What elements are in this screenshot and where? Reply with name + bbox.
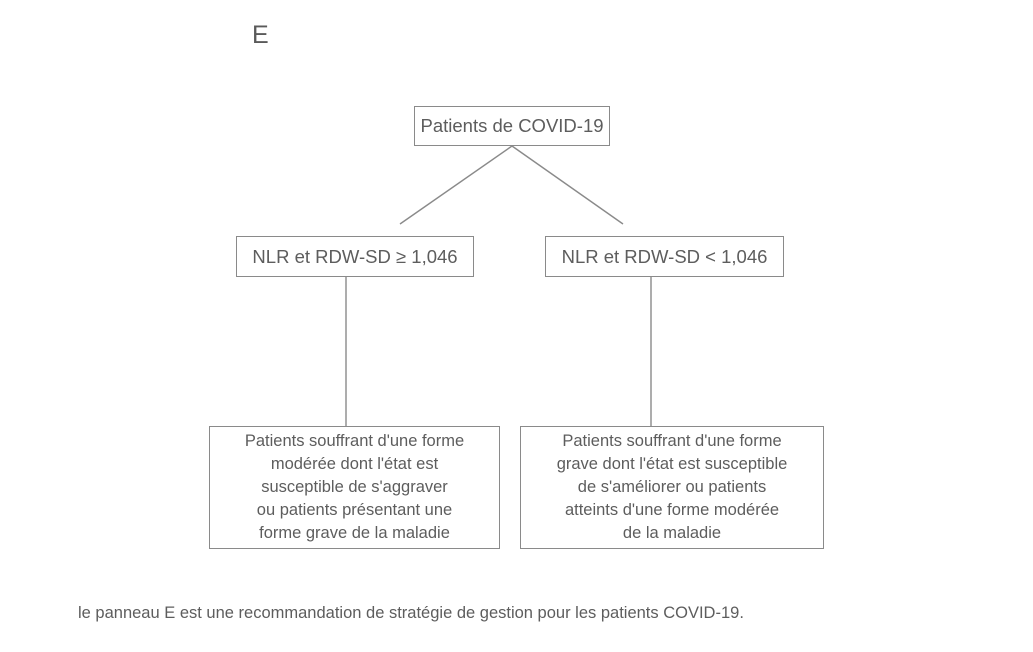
node-nlr-rdwsd-high: NLR et RDW-SD ≥ 1,046 [236, 236, 474, 277]
node-label: NLR et RDW-SD < 1,046 [561, 245, 768, 267]
node-label: Patients souffrant d'une forme grave don… [556, 432, 788, 542]
node-label: Patients de COVID-19 [420, 115, 604, 136]
panel-label: E [252, 21, 269, 49]
node-outcome-moderate-worsening: Patients souffrant d'une forme modérée d… [209, 426, 500, 549]
node-outcome-severe-improving: Patients souffrant d'une forme grave don… [520, 426, 824, 549]
node-label: NLR et RDW-SD ≥ 1,046 [252, 245, 458, 267]
figure-caption: le panneau E est une recommandation de s… [78, 604, 744, 622]
node-patients-covid-19: Patients de COVID-19 [414, 106, 610, 146]
edge-root-to-high [399, 145, 513, 225]
node-label: Patients souffrant d'une forme modérée d… [244, 432, 465, 542]
node-nlr-rdwsd-low: NLR et RDW-SD < 1,046 [545, 236, 784, 277]
edge-root-to-low [511, 145, 624, 225]
